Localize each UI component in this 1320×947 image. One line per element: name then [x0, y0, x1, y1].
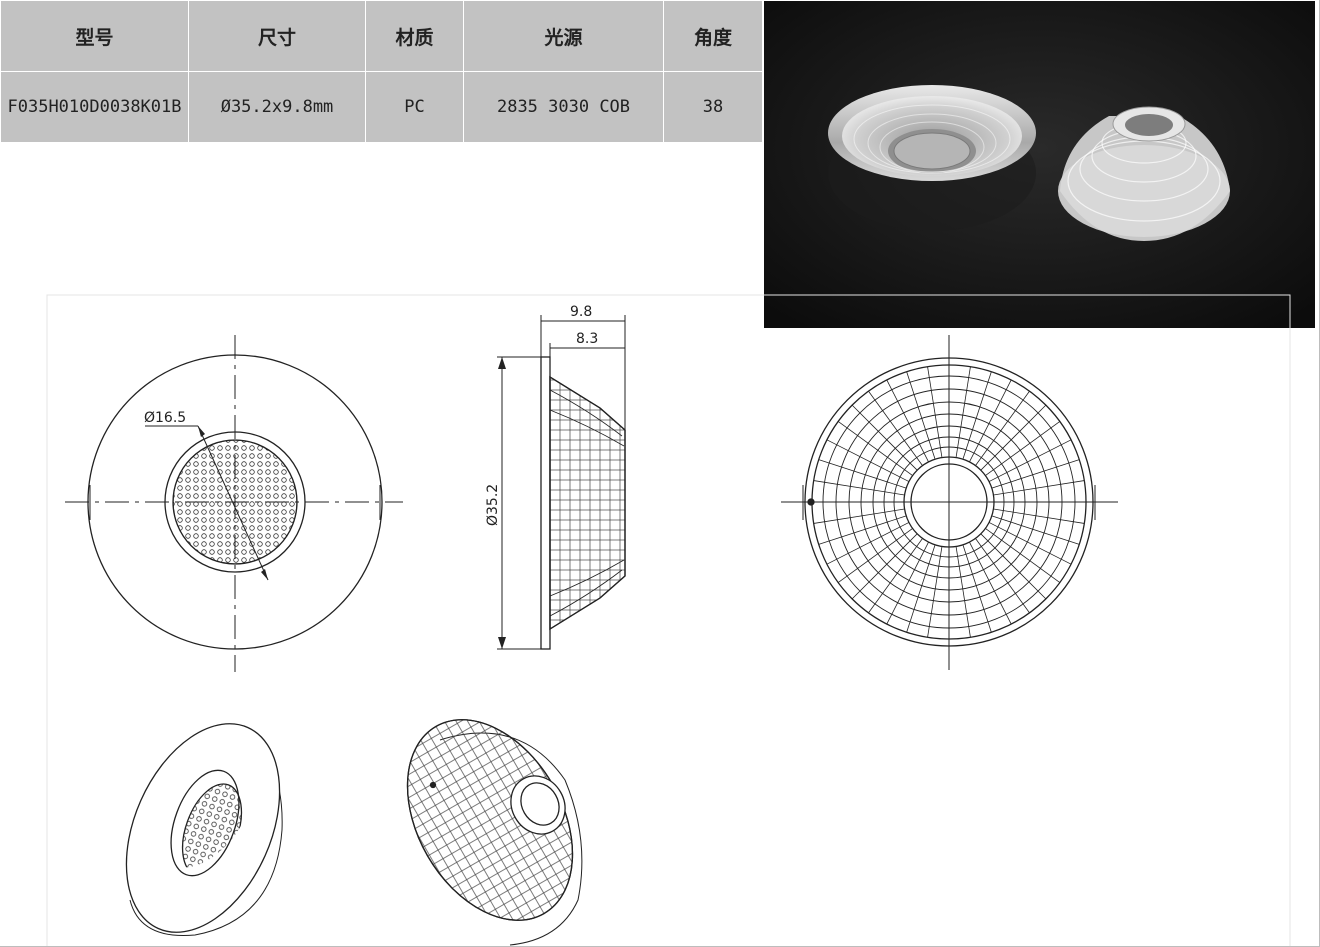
front-view: [65, 335, 403, 672]
reflector-facet-line: [969, 379, 1012, 463]
reflector-facet-line: [818, 515, 907, 545]
reflector-facet-line: [991, 515, 1080, 545]
reflector-facet-line: [837, 528, 913, 583]
side-view: [497, 315, 626, 650]
reflector-facet-line: [826, 439, 910, 482]
cell-angle: 38: [663, 71, 763, 143]
reflector-facet-line: [962, 371, 992, 460]
reflector-facet-line: [955, 546, 971, 638]
cell-size: Ø35.2x9.8mm: [188, 71, 366, 143]
reflector-facet-line: [927, 366, 943, 458]
reflector-facet-line: [993, 480, 1085, 496]
reflector-facet-line: [975, 538, 1030, 614]
reflector-facet-line: [826, 522, 910, 565]
reflector-facet-line: [993, 508, 1085, 524]
reflector-facet-line: [851, 533, 918, 600]
iso-view-front: [125, 723, 283, 937]
cell-material: PC: [365, 71, 464, 143]
product-photo: [764, 1, 1315, 328]
reflector-facet-line: [985, 421, 1061, 476]
table-header-row: 型号 尺寸 材质 光源 角度: [0, 0, 763, 72]
lens-photo-left: [828, 85, 1036, 231]
header-size: 尺寸: [188, 0, 366, 72]
iso-view-rear: [406, 719, 583, 946]
reflector-facet-line: [927, 546, 943, 638]
lens-photo-right: [1058, 106, 1230, 241]
rear-view: [781, 335, 1118, 670]
reflector-facet-line: [962, 544, 992, 633]
dim-inner-diameter: Ø16.5: [144, 410, 186, 426]
reflector-facet-line: [980, 533, 1047, 600]
reflector-facet-line: [980, 404, 1047, 471]
reflector-facet-line: [868, 538, 923, 614]
dim-outer-diameter: Ø35.2: [485, 484, 501, 526]
reflector-facet-line: [813, 480, 905, 496]
reflector-facet-line: [969, 541, 1012, 625]
reflector-facet-line: [851, 404, 918, 471]
header-material: 材质: [365, 0, 464, 72]
reflector-facet-line: [991, 459, 1080, 489]
header-angle: 角度: [663, 0, 763, 72]
reflector-facet-line: [988, 439, 1072, 482]
reflector-facet-line: [906, 544, 936, 633]
technical-drawing: Ø16.5 9.8 8.3 Ø35.2: [46, 294, 1291, 947]
header-model: 型号: [0, 0, 189, 72]
reflector-facet-line: [868, 390, 923, 466]
reflector-facet-line: [886, 541, 929, 625]
dim-height-body: 8.3: [576, 331, 598, 347]
reflector-facet-line: [818, 459, 907, 489]
dim-height-total: 9.8: [570, 304, 592, 320]
cell-model: F035H010D0038K01B: [0, 71, 189, 143]
reflector-facet-line: [813, 508, 905, 524]
reflector-facet-line: [985, 528, 1061, 583]
reflector-facet-line: [906, 371, 936, 460]
reflector-facet-line: [837, 421, 913, 476]
reflector-facet-line: [975, 390, 1030, 466]
header-light-source: 光源: [463, 0, 664, 72]
table-row: F035H010D0038K01B Ø35.2x9.8mm PC 2835 30…: [0, 71, 763, 143]
reflector-facet-line: [955, 366, 971, 458]
reflector-facet-line: [886, 379, 929, 463]
spec-table: 型号 尺寸 材质 光源 角度 F035H010D0038K01B Ø35.2x9…: [0, 0, 763, 143]
cell-light-source: 2835 3030 COB: [463, 71, 664, 143]
reflector-facet-line: [988, 522, 1072, 565]
